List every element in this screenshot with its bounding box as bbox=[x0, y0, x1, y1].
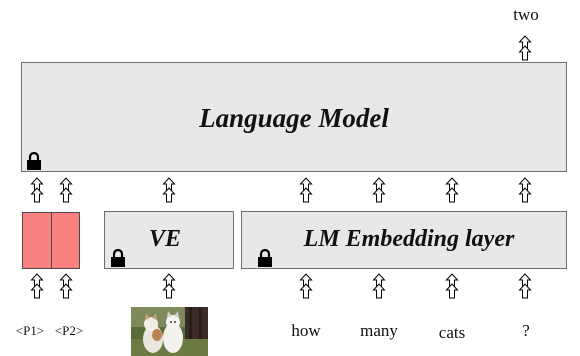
text-token-question: ? bbox=[522, 321, 530, 340]
arrow-up-icon bbox=[163, 283, 175, 299]
text-token-many: many bbox=[360, 321, 398, 340]
arrow-up-icon bbox=[31, 187, 43, 203]
arrow-up-icon bbox=[519, 45, 531, 61]
lm-embedding-layer-box: LM Embedding layer bbox=[241, 211, 567, 269]
prompt-token-p1: <P1> bbox=[15, 323, 45, 338]
lock-icon bbox=[27, 152, 41, 170]
lock-icon bbox=[258, 249, 272, 267]
arrow-up-icon bbox=[373, 187, 385, 203]
arrow-up-icon bbox=[60, 283, 72, 299]
arrow-up-icon bbox=[300, 187, 312, 203]
vision-encoder-box: VE bbox=[104, 211, 234, 269]
prompt-embedding-p1 bbox=[22, 212, 52, 269]
arrow-up-icon bbox=[446, 187, 458, 203]
vision-encoder-label: VE bbox=[149, 226, 182, 252]
language-model-label: Language Model bbox=[199, 103, 389, 133]
prompt-embedding-p2 bbox=[51, 212, 80, 269]
arrow-up-icon bbox=[446, 283, 458, 299]
arrow-up-icon bbox=[60, 187, 72, 203]
arrow-up-icon bbox=[373, 283, 385, 299]
arrow-up-icon bbox=[163, 187, 175, 203]
prompt-token-p2: <P2> bbox=[54, 323, 84, 338]
arrow-up-icon bbox=[300, 283, 312, 299]
output-token: two bbox=[513, 5, 539, 24]
lm-embedding-layer-label: LM Embedding layer bbox=[303, 226, 515, 252]
text-token-how: how bbox=[291, 321, 321, 340]
arrow-up-icon bbox=[519, 283, 531, 299]
lock-icon bbox=[111, 249, 125, 267]
arrow-up-icon bbox=[31, 283, 43, 299]
language-model-box: Language Model bbox=[21, 62, 567, 172]
cat-image bbox=[131, 307, 208, 356]
arrow-up-icon bbox=[519, 187, 531, 203]
text-token-cats: cats bbox=[438, 323, 466, 342]
